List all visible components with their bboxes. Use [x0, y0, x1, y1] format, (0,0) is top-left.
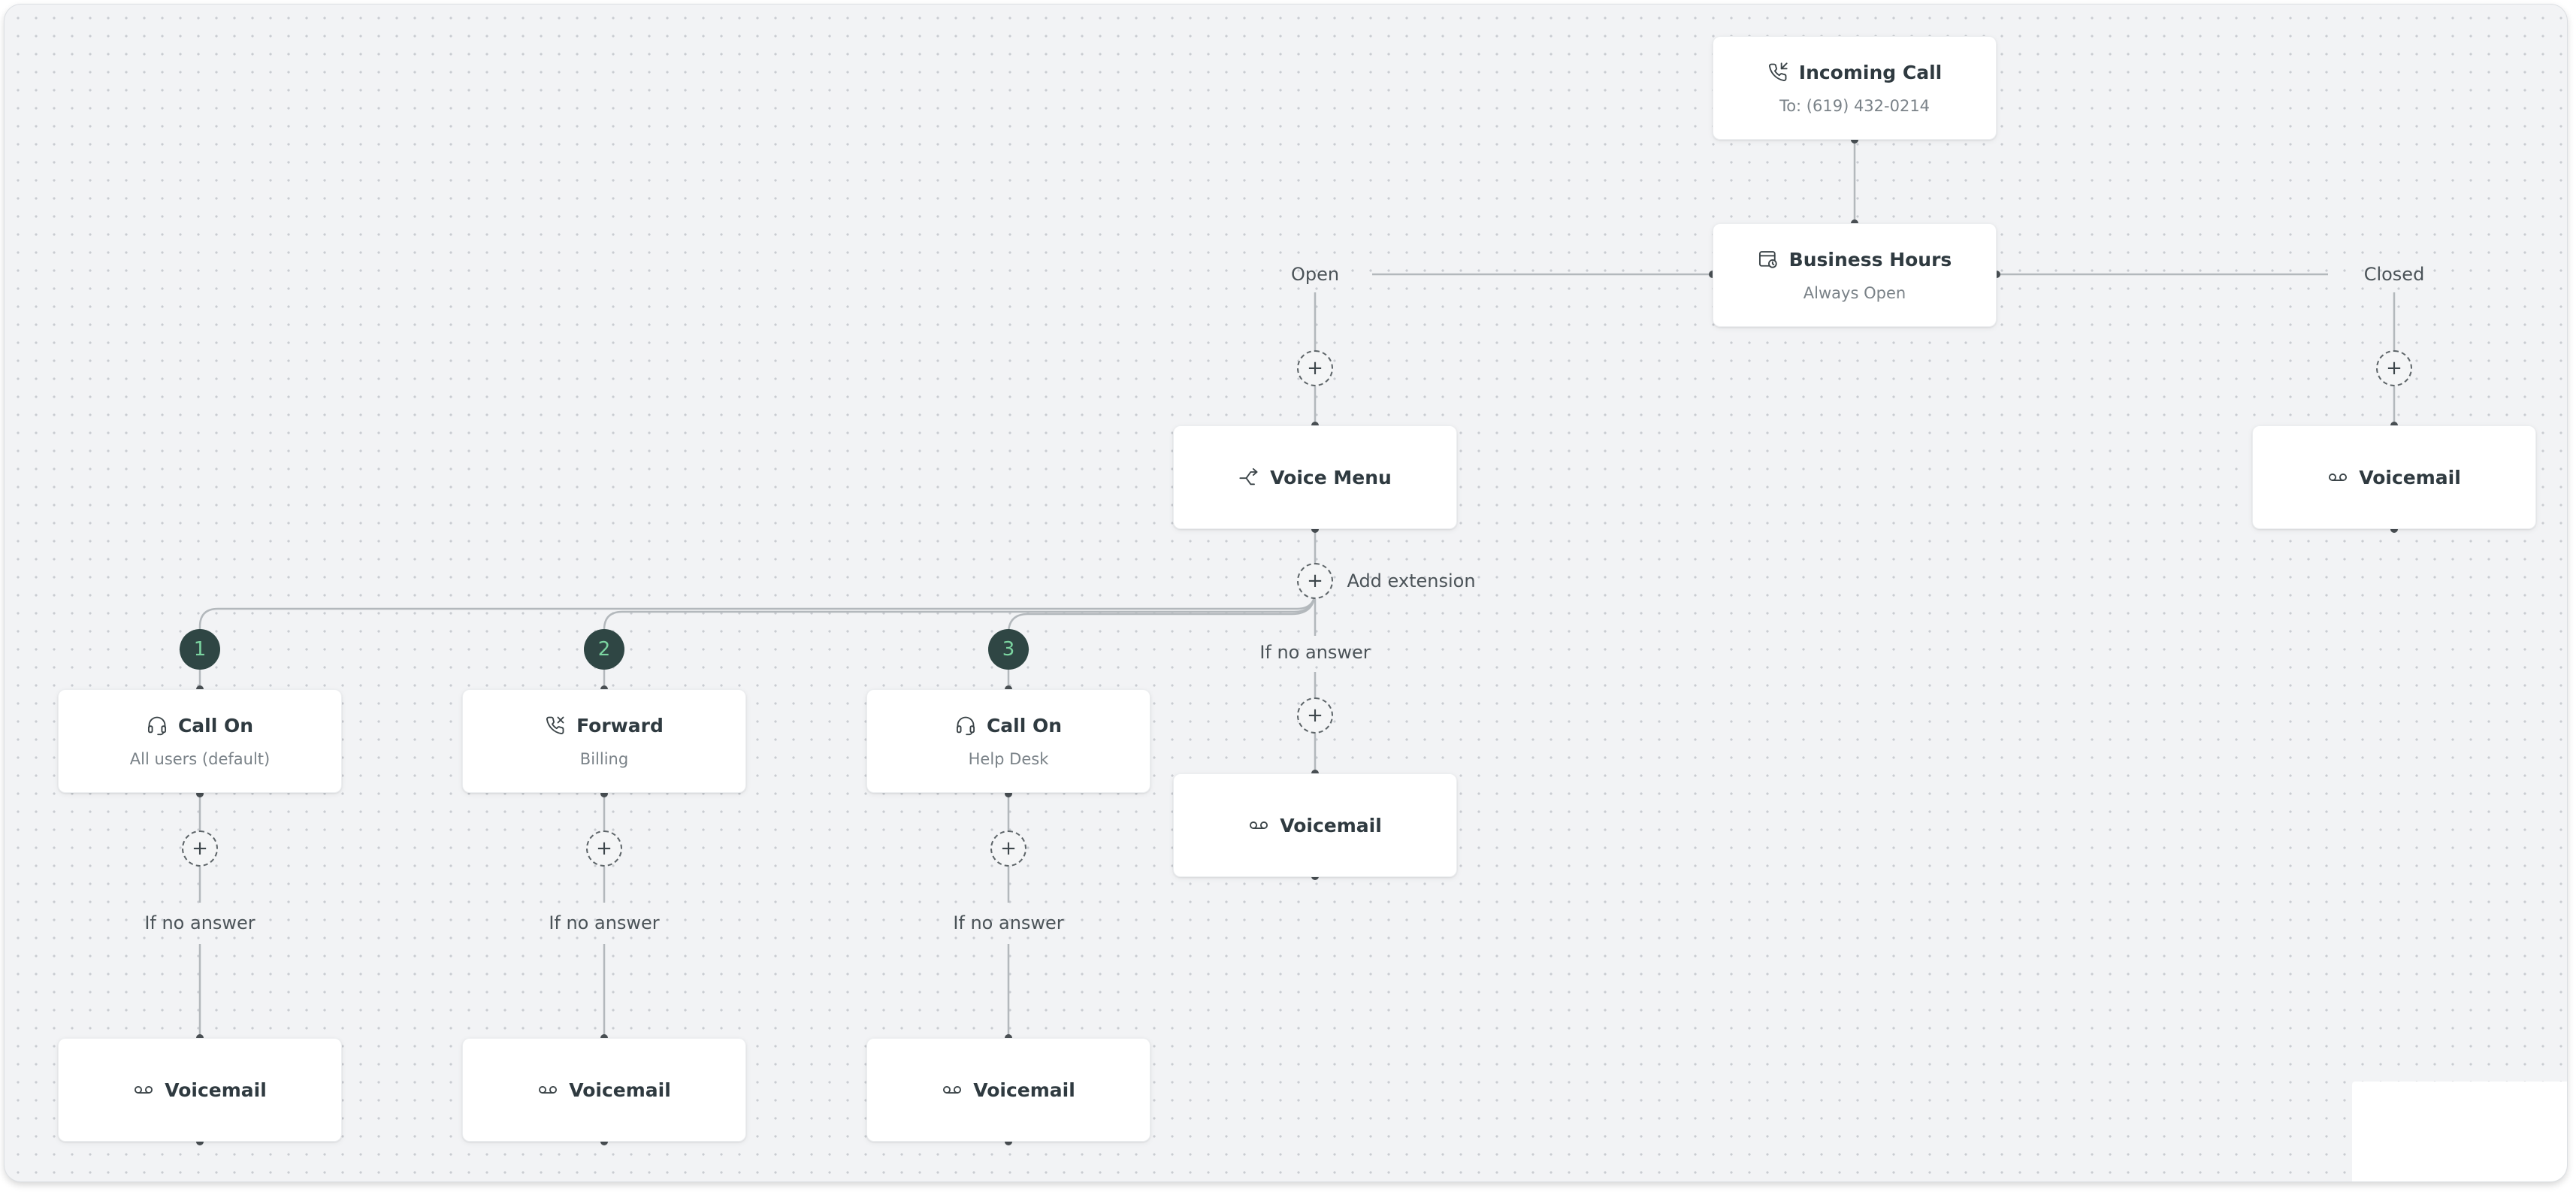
node-title: Voicemail [569, 1079, 671, 1101]
voicemail-icon [1248, 815, 1269, 836]
flow-canvas[interactable]: Incoming Call To: (619) 432-0214 Busines… [5, 5, 2567, 1181]
add-step-button[interactable]: + [2376, 350, 2412, 386]
add-step-button[interactable]: + [990, 830, 1026, 867]
node-title: Voicemail [2359, 466, 2461, 489]
add-step-button[interactable]: + [182, 830, 218, 867]
connector-layer [196, 136, 2398, 1145]
node-title: Business Hours [1788, 248, 1952, 271]
phone-incoming-icon [1767, 62, 1788, 83]
voicemail-icon [537, 1079, 558, 1100]
if-no-answer-label: If no answer [144, 912, 255, 933]
headset-icon [955, 715, 976, 736]
add-step-button[interactable]: + [1297, 350, 1333, 386]
open-branch-label: Open [1290, 264, 1340, 285]
node-subtitle: Billing [579, 749, 629, 768]
voicemail-node-1[interactable]: Voicemail [58, 1038, 342, 1142]
node-title: Voicemail [1280, 814, 1382, 837]
add-extension-label[interactable]: Add extension [1347, 570, 1476, 591]
extension-badge-1: 1 [180, 629, 220, 670]
phone-forward-icon [545, 715, 566, 736]
extension-badge-2: 2 [584, 629, 624, 670]
add-extension-button[interactable]: + [1297, 563, 1333, 599]
voicemail-menu-node[interactable]: Voicemail [1173, 773, 1457, 877]
node-title: Voicemail [973, 1079, 1075, 1101]
node-title: Incoming Call [1798, 61, 1943, 83]
voicemail-icon [133, 1079, 154, 1100]
voicemail-icon [942, 1079, 963, 1100]
if-no-answer-label: If no answer [953, 912, 1064, 933]
if-no-answer-label: If no answer [549, 912, 660, 933]
if-no-answer-label: If no answer [1259, 642, 1371, 663]
calendar-clock-icon [1758, 249, 1779, 270]
voicemail-icon [2327, 467, 2348, 488]
extension-badge-3: 3 [988, 629, 1029, 670]
headset-icon [147, 715, 168, 736]
call-on-node-3[interactable]: Call On Help Desk [866, 689, 1150, 793]
call-on-node-1[interactable]: Call On All users (default) [58, 689, 342, 793]
add-step-button[interactable]: + [1297, 697, 1333, 734]
node-subtitle: All users (default) [129, 749, 271, 768]
add-step-button[interactable]: + [586, 830, 622, 867]
node-subtitle: Help Desk [968, 749, 1049, 768]
route-icon [1238, 467, 1259, 488]
node-subtitle: Always Open [1803, 283, 1906, 302]
node-title: Forward [576, 714, 664, 737]
voicemail-node-2[interactable]: Voicemail [462, 1038, 746, 1142]
closed-branch-label: Closed [2363, 264, 2425, 285]
node-title: Call On [986, 714, 1063, 737]
incoming-call-node[interactable]: Incoming Call To: (619) 432-0214 [1713, 36, 1997, 140]
voice-menu-node[interactable]: Voice Menu [1173, 425, 1457, 529]
business-hours-node[interactable]: Business Hours Always Open [1713, 223, 1997, 327]
node-title: Call On [177, 714, 254, 737]
forward-node-2[interactable]: Forward Billing [462, 689, 746, 793]
voicemail-closed-node[interactable]: Voicemail [2252, 425, 2536, 529]
node-title: Voice Menu [1270, 466, 1392, 489]
minimap[interactable] [2352, 1082, 2567, 1181]
voicemail-node-3[interactable]: Voicemail [866, 1038, 1150, 1142]
node-title: Voicemail [165, 1079, 267, 1101]
node-subtitle: To: (619) 432-0214 [1779, 96, 1930, 115]
